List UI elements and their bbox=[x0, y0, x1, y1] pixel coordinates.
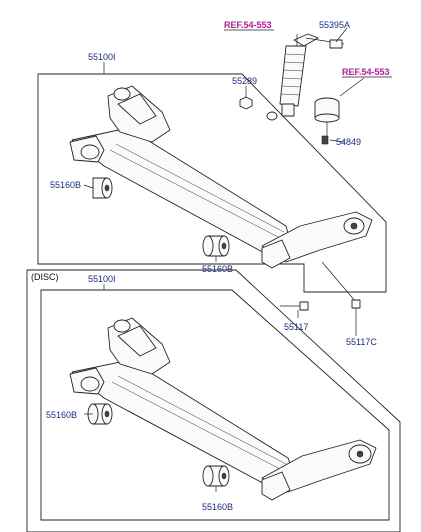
label-disc-variant: (DISC) bbox=[31, 272, 59, 282]
label-bottom-axle: 55100I bbox=[88, 274, 116, 284]
disc-inner-frame bbox=[40, 289, 390, 521]
ref-shock-absorber: REF.54-553 bbox=[224, 20, 272, 30]
label-bolt: 55117 bbox=[284, 322, 308, 332]
ref-shock-mount: REF.54-553 bbox=[342, 67, 390, 77]
label-bushing-top-left: 55160B bbox=[50, 180, 81, 190]
label-shock-nut: 55289 bbox=[232, 76, 257, 86]
nut-55289 bbox=[239, 96, 253, 110]
bushing-bottom-left bbox=[87, 403, 113, 425]
label-bushing-bottom-right: 55160B bbox=[202, 502, 233, 512]
label-top-axle: 55100I bbox=[88, 52, 116, 62]
top-torsion-beam bbox=[69, 85, 373, 269]
label-mount-nut: 54849 bbox=[336, 137, 361, 147]
label-shock-bolt-top: 55395A bbox=[319, 20, 350, 30]
label-bushing-top-right: 55160B bbox=[202, 264, 233, 274]
leader-lines bbox=[83, 27, 365, 492]
bushing-bottom-right bbox=[202, 465, 230, 487]
disc-outer-frame bbox=[26, 269, 401, 532]
bolt-55117c bbox=[321, 261, 361, 324]
label-bushing-bottom-left: 55160B bbox=[46, 410, 77, 420]
shock-mount bbox=[314, 97, 340, 136]
top-axle-frame bbox=[37, 73, 387, 293]
label-bolt-c: 55117C bbox=[346, 337, 377, 347]
bushing-top-right bbox=[202, 235, 230, 257]
bottom-torsion-beam bbox=[69, 317, 377, 501]
bushing-top-left bbox=[92, 177, 113, 199]
bolt-55117 bbox=[280, 301, 309, 311]
nut-54849 bbox=[321, 135, 329, 145]
shock-absorber bbox=[266, 33, 345, 121]
